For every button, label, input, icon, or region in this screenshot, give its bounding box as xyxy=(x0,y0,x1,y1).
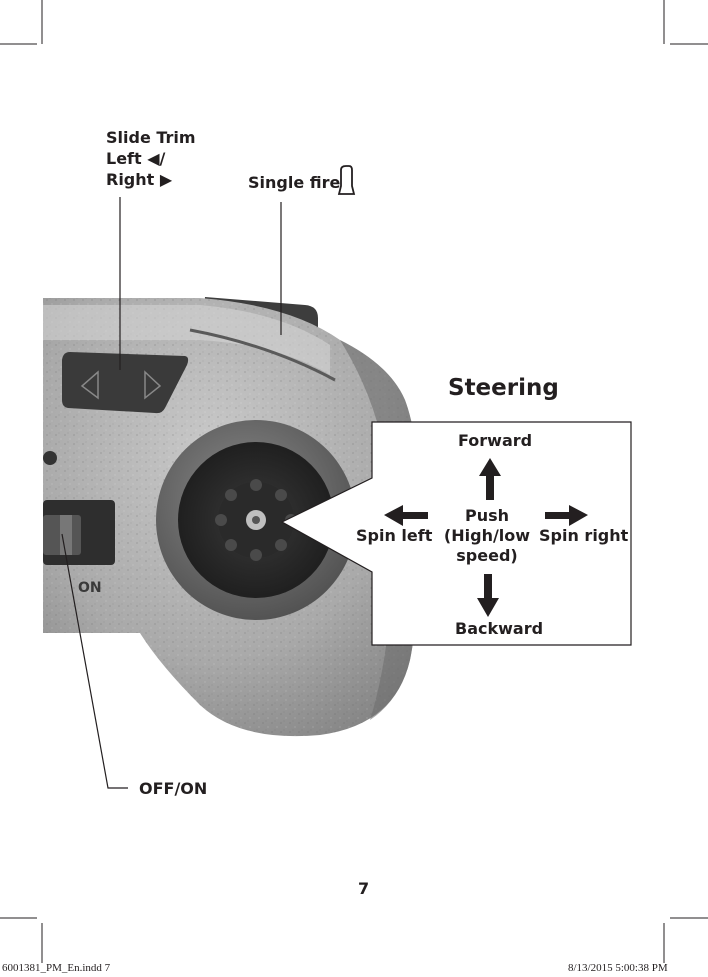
slide-trim-line-3: Right ▶ xyxy=(106,170,173,189)
single-fire-label: Single fire xyxy=(248,173,341,192)
push-line-2: (High/low xyxy=(443,526,531,545)
backward-label: Backward xyxy=(455,619,544,638)
arrow-down-icon xyxy=(477,574,499,617)
arrow-up-icon xyxy=(479,458,501,500)
page-number: 7 xyxy=(358,879,370,898)
forward-label: Forward xyxy=(458,431,533,450)
push-line-3: speed) xyxy=(456,546,518,565)
steering-title: Steering xyxy=(448,375,559,401)
trigger-icon xyxy=(337,165,356,195)
arrow-right-icon xyxy=(545,505,588,526)
footer-timestamp: 8/13/2015 5:00:38 PM xyxy=(568,962,668,974)
slide-trim-line-2: Left ◀/ xyxy=(106,149,166,168)
off-on-label: OFF/ON xyxy=(139,779,208,798)
slide-trim-label: Slide Trim Left ◀/ Right ▶ xyxy=(106,127,196,190)
spin-right-label: Spin right xyxy=(539,526,629,545)
push-label: Push (High/low speed) xyxy=(440,506,534,566)
switch-on-label: ON xyxy=(78,580,102,596)
arrow-left-icon xyxy=(384,505,428,526)
steering-callout-box xyxy=(280,421,632,646)
footer-file-name: 6001381_PM_En.indd 7 xyxy=(2,962,111,974)
spin-left-label: Spin left xyxy=(356,526,433,545)
slide-trim-line-1: Slide Trim xyxy=(106,128,196,147)
slide-trim-pad xyxy=(62,352,189,414)
callout-lines xyxy=(61,197,282,789)
led-dot xyxy=(43,451,57,465)
push-line-1: Push xyxy=(464,506,510,525)
